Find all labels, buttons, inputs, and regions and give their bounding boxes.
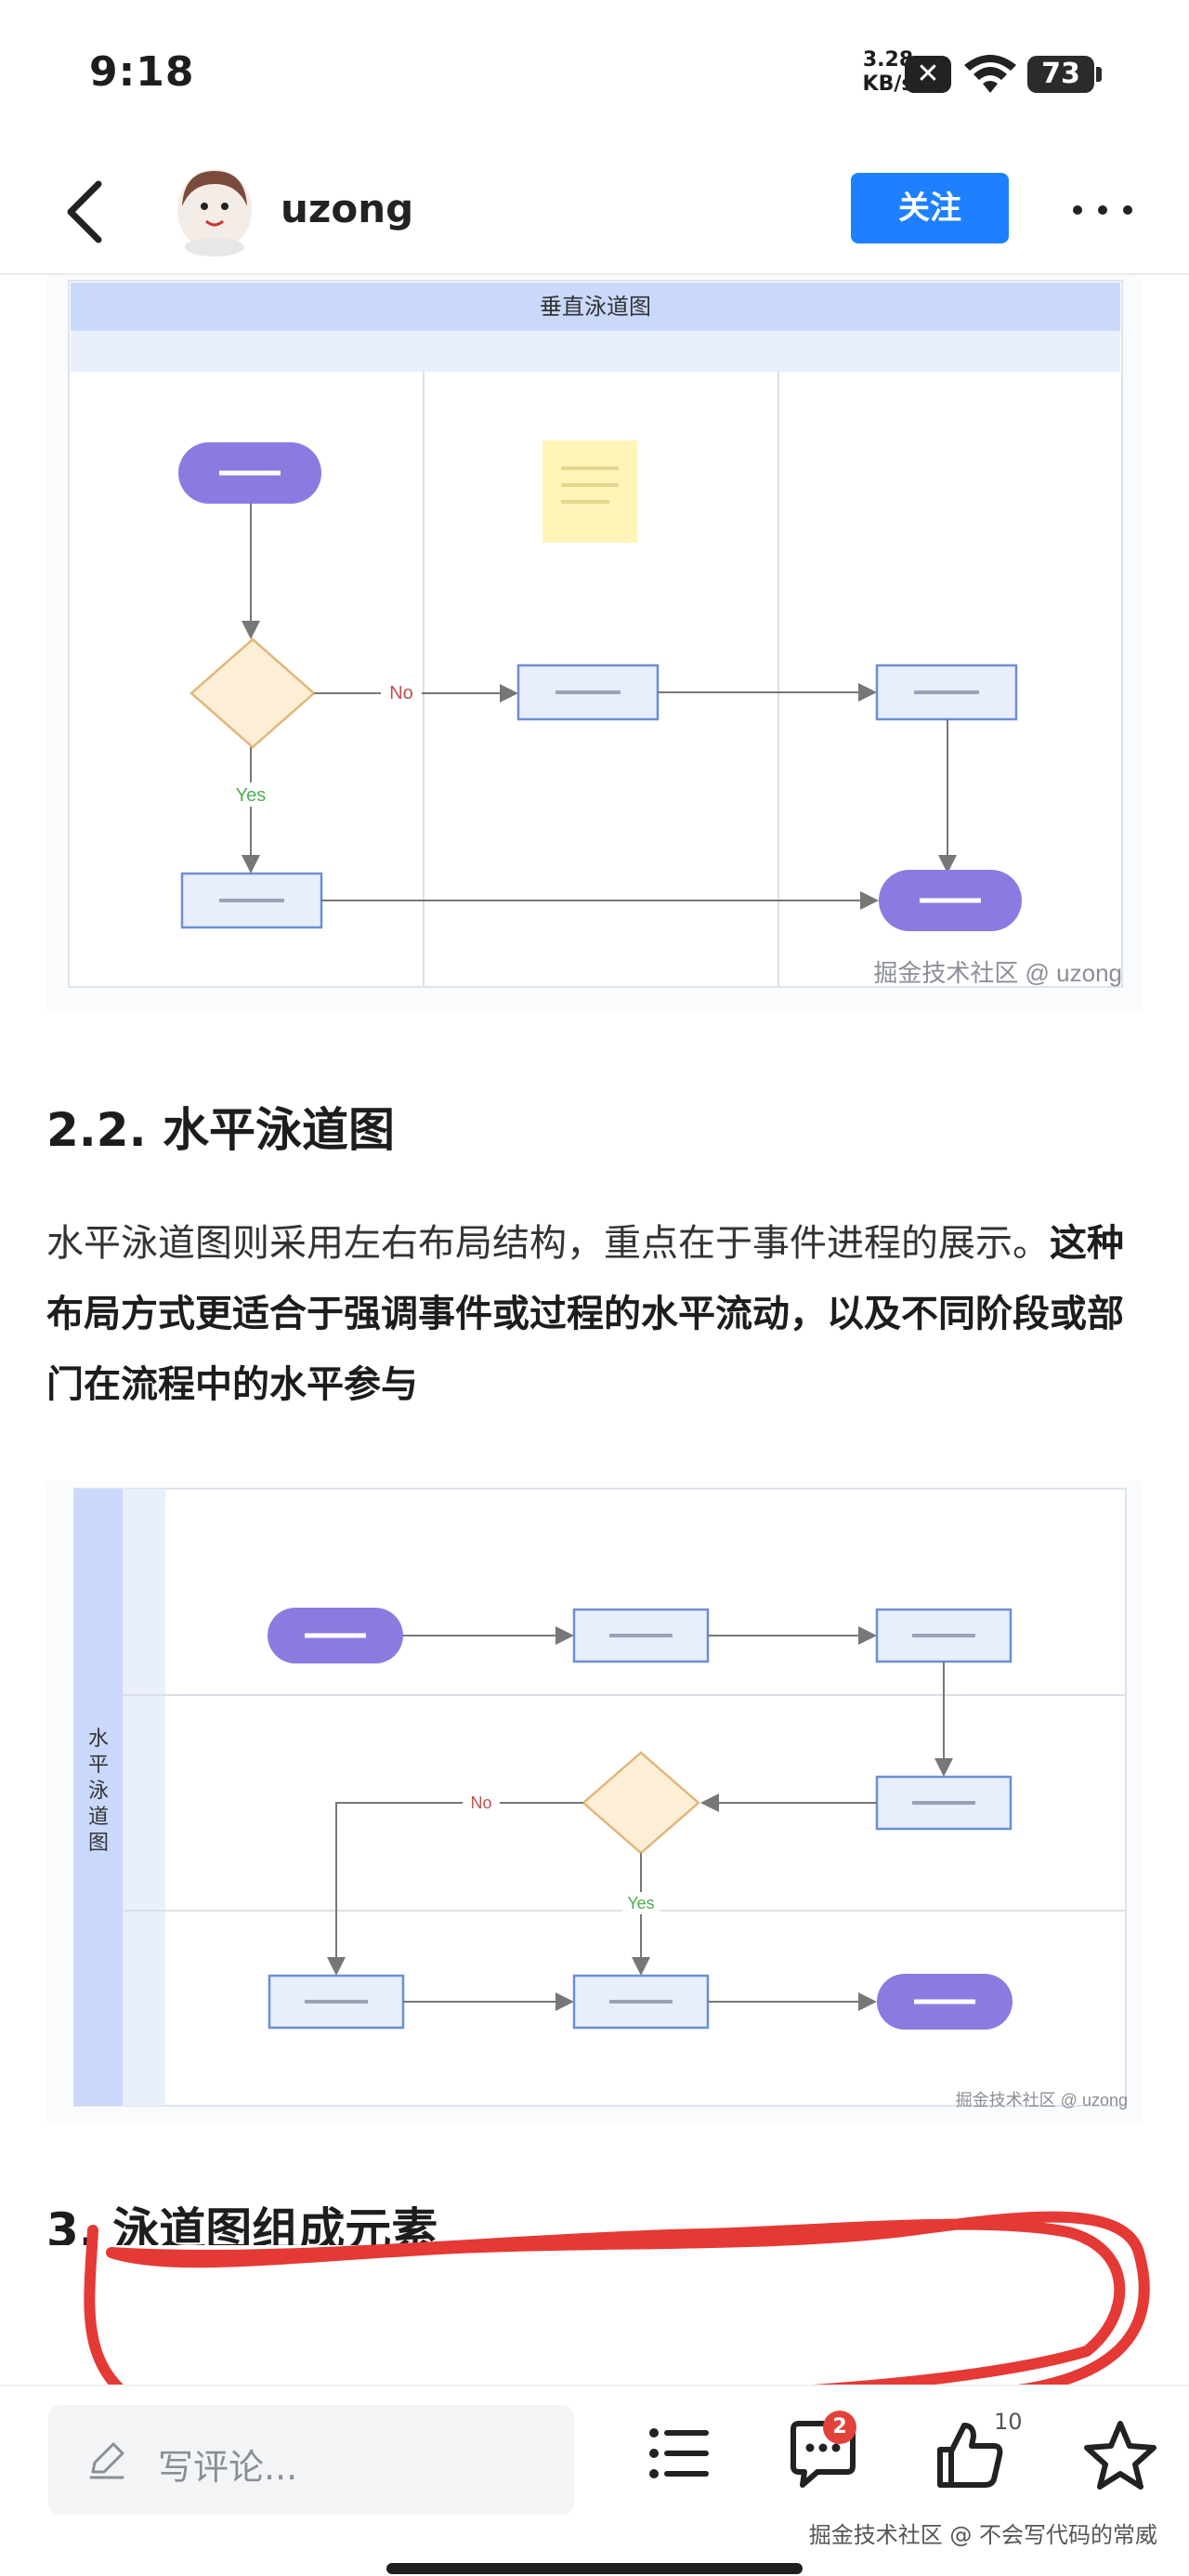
status-time: 9:18 bbox=[89, 48, 195, 96]
lane-title-bar bbox=[71, 283, 1120, 331]
battery-indicator: 73 bbox=[1027, 56, 1102, 93]
no-sim-icon: ✕ bbox=[905, 56, 951, 93]
battery-level: 73 bbox=[1041, 58, 1080, 90]
process-node-1 bbox=[516, 664, 660, 721]
footer-watermark: 掘金技术社区 @ 不会写代码的常威 bbox=[808, 2522, 1157, 2548]
lane-title-char: 图 bbox=[88, 1831, 109, 1854]
section-paragraph: 水平泳道图则采用左右布局结构，重点在于事件进程的展示。这种布局方式更适合于强调事… bbox=[46, 1208, 1143, 1420]
bottom-action-bar: 写评论... 2 10 掘金技术社区 @ 不会写代码的常威 bbox=[0, 2385, 1189, 2576]
yes-label: Yes bbox=[236, 785, 267, 806]
lane-title-char: 泳 bbox=[88, 1779, 109, 1802]
wifi-icon bbox=[964, 55, 1016, 93]
like-count: 10 bbox=[994, 2409, 1023, 2435]
lane-title-char: 道 bbox=[88, 1805, 109, 1828]
star-icon[interactable] bbox=[1083, 2420, 1157, 2491]
lane-subheader bbox=[123, 1489, 165, 2106]
horizontal-swimlane-diagram: 水 平 泳 道 图 No Yes 掘 bbox=[46, 1481, 1143, 2124]
lane-subheader bbox=[71, 331, 1120, 372]
comment-count-badge: 2 bbox=[823, 2411, 856, 2444]
article-header: uzong 关注 bbox=[0, 149, 1189, 275]
lane-title-bar bbox=[74, 1489, 123, 2106]
follow-button[interactable]: 关注 bbox=[851, 173, 1009, 243]
section-heading-3: 3. 泳道图组成元素 bbox=[46, 2203, 438, 2245]
comment-placeholder: 写评论... bbox=[158, 2447, 298, 2488]
section-heading-2-2: 2.2. 水平泳道图 bbox=[46, 1103, 395, 1157]
vertical-swimlane-figure: 垂直泳道图 No Yes 掘金技术社区 @ uzong bbox=[68, 280, 1123, 988]
no-label: No bbox=[470, 1794, 491, 1812]
diagram-watermark: 掘金技术社区 @ uzong bbox=[956, 2091, 1128, 2109]
pen-icon bbox=[89, 2442, 124, 2479]
status-bar: 9:18 3.28 KB/s ✕ 73 bbox=[0, 0, 1189, 149]
yes-label: Yes bbox=[627, 1894, 654, 1912]
lane-title-char: 水 bbox=[88, 1727, 109, 1750]
comment-icon[interactable] bbox=[786, 2420, 860, 2491]
note-node bbox=[542, 440, 637, 543]
decision-node bbox=[189, 637, 316, 749]
thumbs-up-icon[interactable] bbox=[934, 2420, 1005, 2491]
lane-title-char: 平 bbox=[88, 1753, 109, 1776]
home-indicator[interactable] bbox=[386, 2563, 803, 2574]
paragraph-text: 水平泳道图则采用左右布局结构，重点在于事件进程的展示。 bbox=[46, 1222, 1050, 1265]
horizontal-swimlane-figure: 水 平 泳 道 图 No Yes 掘 bbox=[73, 1488, 1128, 2109]
back-arrow-icon[interactable] bbox=[58, 177, 113, 247]
author-name[interactable]: uzong bbox=[281, 186, 414, 231]
vertical-swimlane-diagram: 垂直泳道图 No Yes 掘金技术社区 @ uzong bbox=[46, 275, 1143, 1011]
diagram-title: 垂直泳道图 bbox=[540, 295, 651, 320]
more-options-icon[interactable] bbox=[1070, 201, 1135, 219]
table-of-contents-icon[interactable] bbox=[645, 2420, 712, 2487]
paragraph-bold-text: 这种布局方式更适合于强调事件或过程的水平流动，以及不同阶段或部门在流程中的水平参… bbox=[46, 1222, 1124, 1406]
avatar[interactable] bbox=[173, 164, 256, 256]
comment-input[interactable]: 写评论... bbox=[48, 2405, 574, 2515]
no-label: No bbox=[389, 683, 413, 703]
diagram-watermark: 掘金技术社区 @ uzong bbox=[873, 959, 1122, 987]
